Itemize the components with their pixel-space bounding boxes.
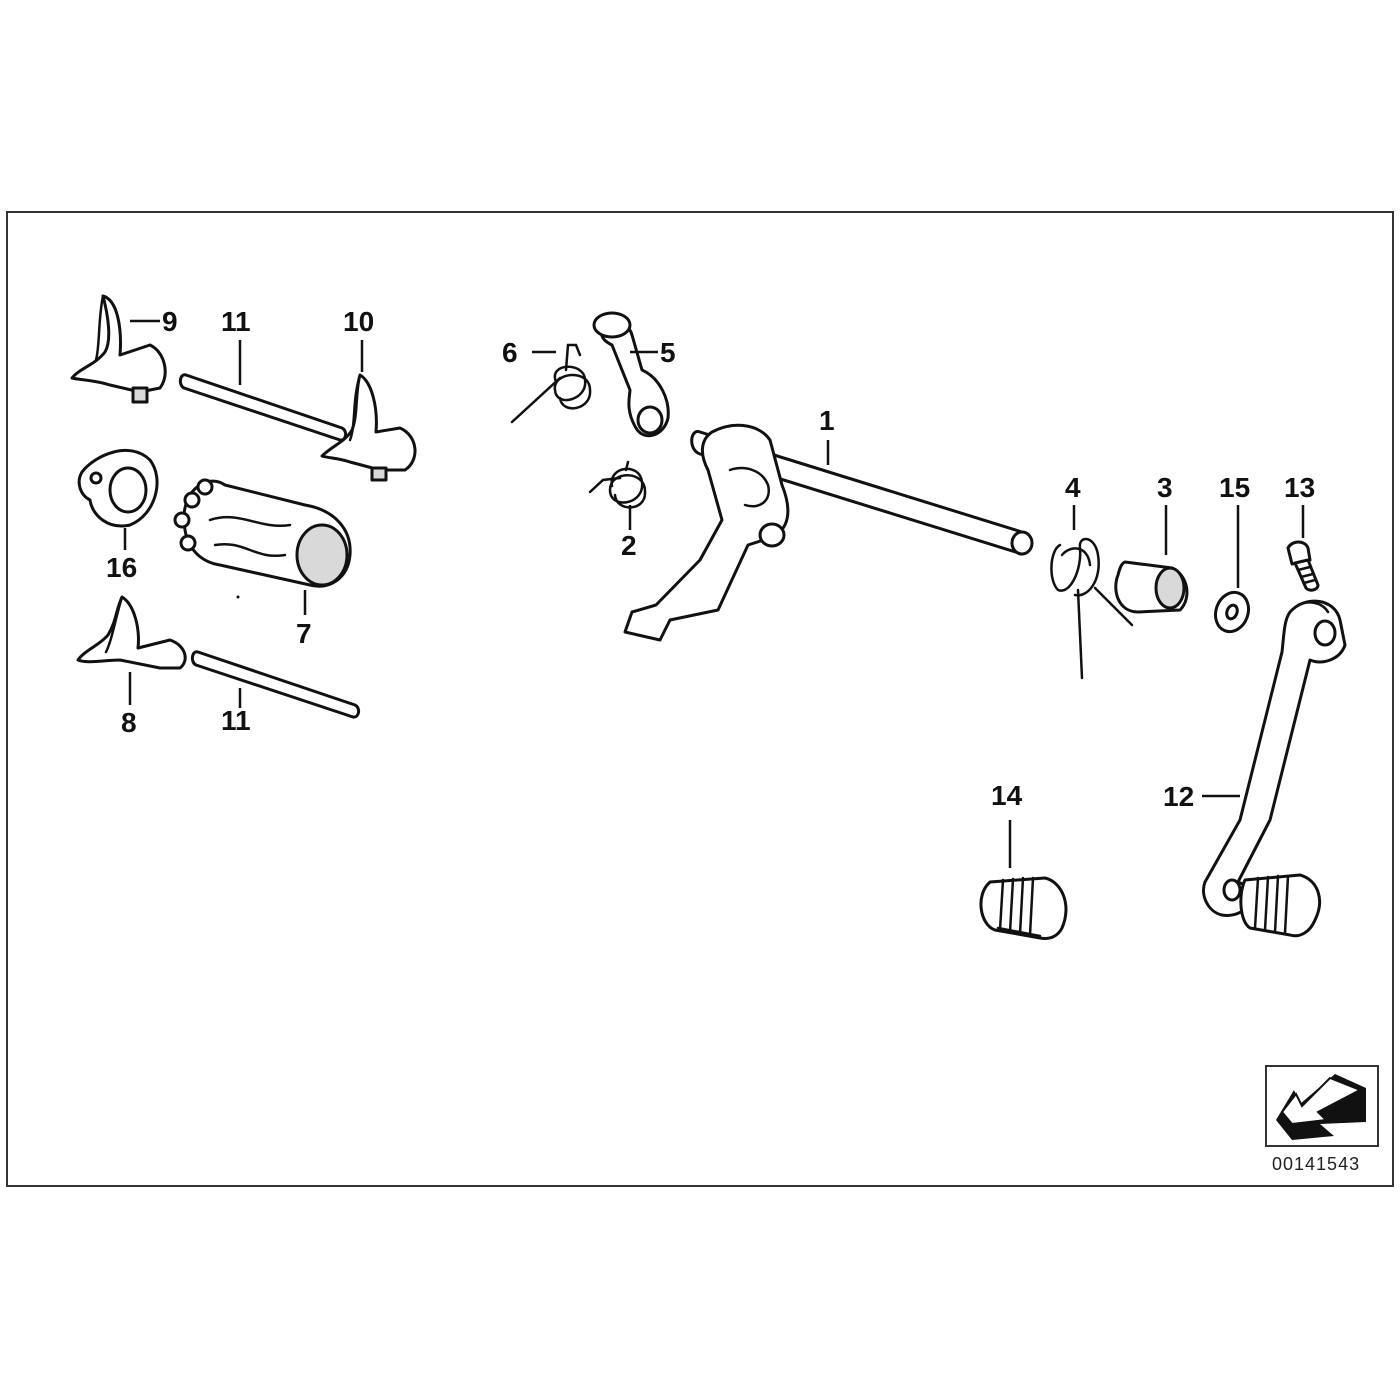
shift-pedal-12[interactable] bbox=[1202, 599, 1347, 938]
label-16: 16 bbox=[106, 552, 137, 583]
label-14: 14 bbox=[991, 780, 1023, 811]
shift-fork-10[interactable] bbox=[320, 373, 417, 482]
label-11-lower: 11 bbox=[221, 705, 251, 736]
label-6: 6 bbox=[502, 337, 518, 368]
pedal-rubber-14[interactable] bbox=[979, 876, 1068, 940]
diagram-frame bbox=[6, 211, 1394, 1187]
shift-shaft-1[interactable] bbox=[623, 423, 1034, 642]
label-12: 12 bbox=[1163, 781, 1194, 812]
marker-dot bbox=[236, 595, 240, 599]
label-5: 5 bbox=[660, 337, 676, 368]
label-15: 15 bbox=[1219, 472, 1250, 503]
shift-fork-8[interactable] bbox=[76, 595, 187, 670]
label-3: 3 bbox=[1157, 472, 1173, 503]
label-8: 8 bbox=[121, 707, 137, 738]
bushing-3[interactable] bbox=[1114, 560, 1189, 614]
shift-rod-11-lower[interactable] bbox=[190, 650, 361, 719]
shift-drum-7[interactable] bbox=[173, 478, 352, 588]
label-13: 13 bbox=[1284, 472, 1315, 503]
shift-rod-11-upper[interactable] bbox=[178, 373, 348, 442]
bolt-13[interactable] bbox=[1286, 540, 1320, 592]
reference-number: 00141543 bbox=[1272, 1154, 1360, 1174]
shift-fork-9[interactable] bbox=[70, 294, 167, 404]
torsion-spring-4[interactable] bbox=[1050, 537, 1134, 680]
shift-lever-5[interactable] bbox=[592, 311, 670, 438]
label-2: 2 bbox=[621, 530, 637, 561]
label-9: 9 bbox=[162, 306, 178, 337]
washer-15[interactable] bbox=[1210, 588, 1254, 637]
label-4: 4 bbox=[1065, 472, 1081, 503]
label-1: 1 bbox=[819, 405, 835, 436]
label-11-upper: 11 bbox=[221, 306, 251, 337]
label-7: 7 bbox=[296, 618, 312, 649]
spring-6[interactable] bbox=[510, 343, 592, 424]
orientation-arrow-icon bbox=[1265, 1065, 1379, 1147]
label-10: 10 bbox=[343, 306, 374, 337]
washer-plate-16[interactable] bbox=[77, 449, 159, 528]
spring-2[interactable] bbox=[588, 460, 647, 509]
